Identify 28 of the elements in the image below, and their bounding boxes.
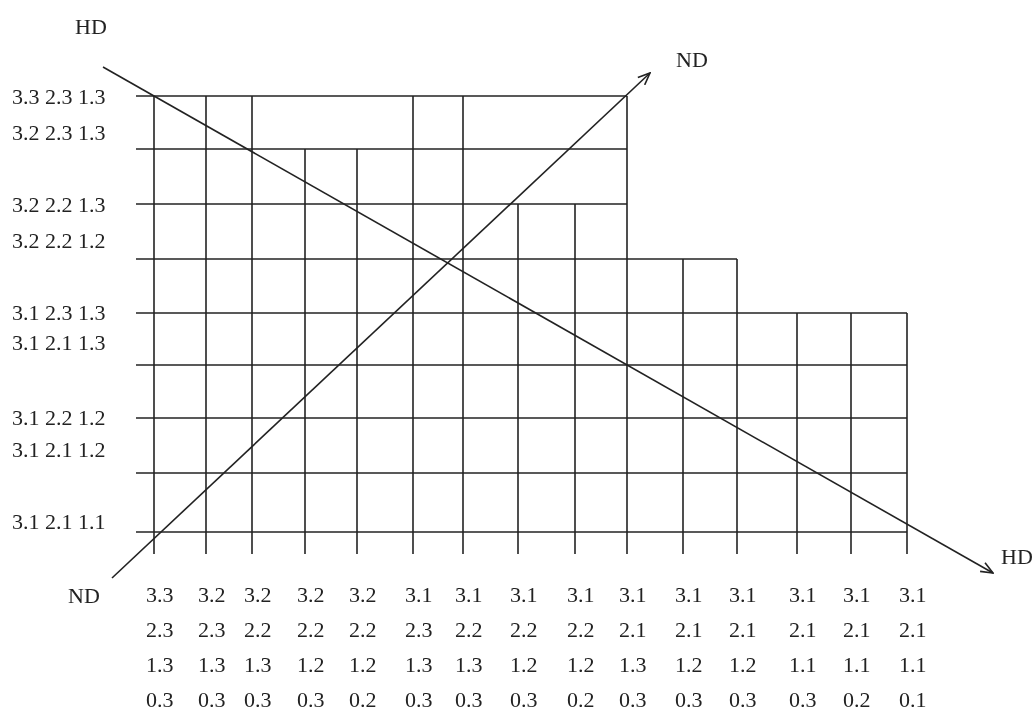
row-label: 3.1 2.1 1.3	[12, 330, 106, 356]
row-label: 3.3 2.3 1.3	[12, 84, 106, 110]
column-label: 3.1 2.1 1.3 0.3	[619, 581, 647, 713]
column-label: 3.2 2.2 1.2 0.2	[349, 581, 377, 713]
column-label: 3.1 2.3 1.3 0.3	[405, 581, 433, 713]
row-label: 3.1 2.1 1.2	[12, 437, 106, 463]
row-label: 3.2 2.2 1.2	[12, 228, 106, 254]
column-label: 3.3 2.3 1.3 0.3	[146, 581, 174, 713]
column-label: 3.1 2.1 1.2 0.3	[675, 581, 703, 713]
column-label: 3.2 2.3 1.3 0.3	[198, 581, 226, 713]
column-label: 3.1 2.2 1.3 0.3	[455, 581, 483, 713]
axis-label: ND	[676, 47, 708, 73]
row-label: 3.1 2.3 1.3	[12, 300, 106, 326]
row-label: 3.1 2.1 1.1	[12, 509, 106, 535]
column-label: 3.1 2.1 1.1 0.1	[899, 581, 927, 713]
column-label: 3.1 2.2 1.2 0.2	[567, 581, 595, 713]
column-label: 3.1 2.1 1.1 0.2	[843, 581, 871, 713]
column-label: 3.1 2.1 1.1 0.3	[789, 581, 817, 713]
column-label: 3.2 2.2 1.2 0.3	[297, 581, 325, 713]
axis-label: ND	[68, 583, 100, 609]
axis-label: HD	[1001, 544, 1032, 570]
column-label: 3.2 2.2 1.3 0.3	[244, 581, 272, 713]
row-label: 3.2 2.3 1.3	[12, 120, 106, 146]
column-label: 3.1 2.2 1.2 0.3	[510, 581, 538, 713]
row-label: 3.2 2.2 1.3	[12, 192, 106, 218]
axis-label: HD	[75, 14, 107, 40]
row-label: 3.1 2.2 1.2	[12, 405, 106, 431]
column-label: 3.1 2.1 1.2 0.3	[729, 581, 757, 713]
